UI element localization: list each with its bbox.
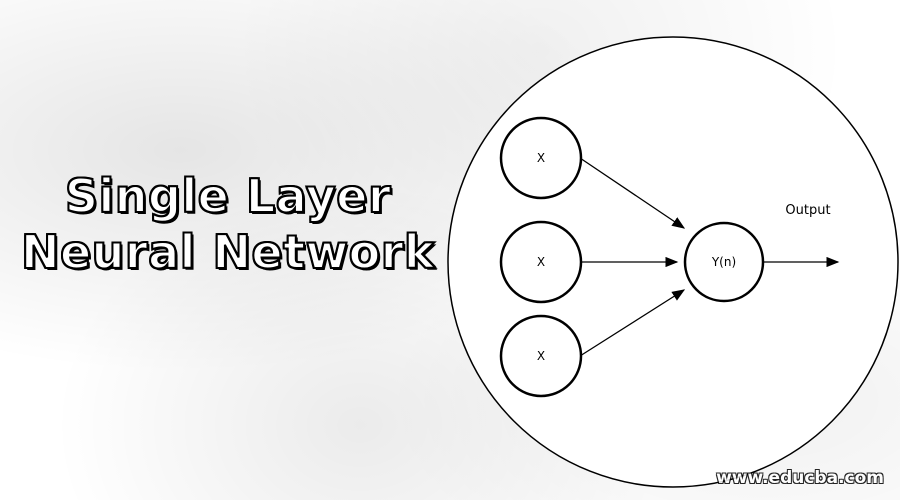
input-node-3 bbox=[499, 314, 583, 398]
title-line-1: Single Layer bbox=[64, 168, 392, 224]
output-node-label: Y(n) bbox=[711, 255, 736, 269]
input-node-2 bbox=[499, 220, 583, 304]
edge-input-1 bbox=[579, 157, 686, 229]
output-label: Output bbox=[785, 203, 830, 218]
page-title: Single Layer Neural Network bbox=[18, 168, 438, 280]
input-node-1 bbox=[499, 116, 583, 200]
input-node-1-label: X bbox=[537, 151, 545, 165]
input-node-3-label: X bbox=[537, 349, 545, 363]
output-node bbox=[683, 221, 765, 303]
edge-input-3 bbox=[579, 289, 686, 357]
watermark: www.educba.com bbox=[716, 468, 884, 488]
title-line-2: Neural Network bbox=[20, 224, 436, 280]
input-node-2-label: X bbox=[537, 255, 545, 269]
